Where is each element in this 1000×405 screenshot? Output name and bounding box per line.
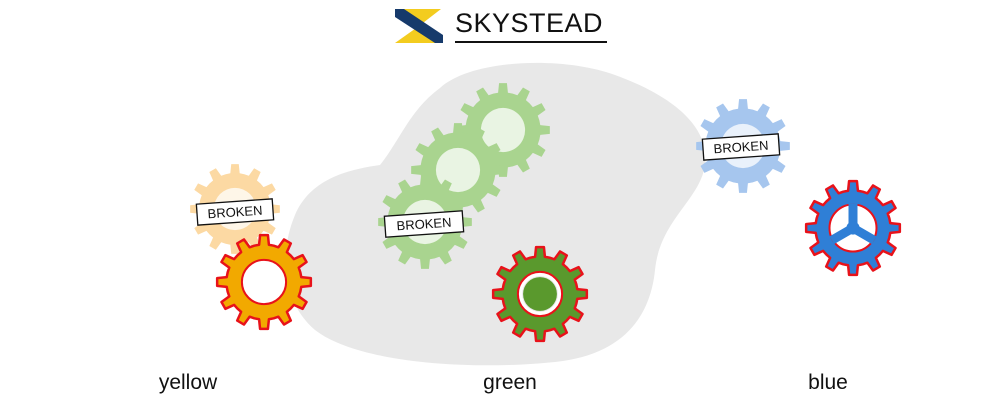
broken-badge-label: BROKEN — [207, 203, 263, 222]
gear-green-active-icon — [491, 245, 589, 343]
gear-blue-active-icon — [804, 179, 902, 277]
broken-badge-label: BROKEN — [396, 215, 452, 234]
broken-badge-blue: BROKEN — [701, 133, 781, 161]
brand-title: SKYSTEAD — [455, 8, 604, 38]
group-label-yellow: yellow — [158, 371, 218, 394]
broken-badge-label: BROKEN — [713, 138, 769, 157]
broken-badge-yellow: BROKEN — [195, 198, 275, 226]
group-label-blue: blue — [808, 371, 848, 394]
brand-title-underline — [455, 41, 607, 43]
skystead-logo-icon — [395, 9, 443, 43]
group-label-green: green — [483, 371, 537, 394]
green-region-background — [285, 62, 706, 366]
broken-badge-green: BROKEN — [383, 210, 465, 238]
gear-yellow-active-icon — [215, 233, 313, 331]
